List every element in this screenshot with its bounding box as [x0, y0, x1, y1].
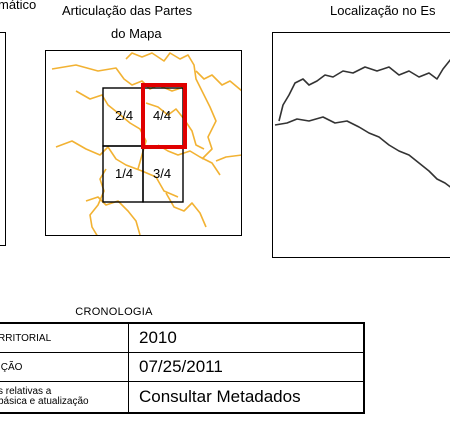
thematic-map-frame [0, 32, 6, 246]
grid-cell-4-4: 4/4 [153, 108, 172, 123]
cronologia-table: RRITORIAL 2010 IÇÃO 07/25/2011 s relativ… [0, 322, 365, 414]
location-map-drawing [274, 58, 450, 188]
thematic-map-caption: mático [0, 0, 37, 12]
row-label-atualizacao: s relativas a básica e atualização [0, 381, 129, 414]
articulation-map-drawing [51, 52, 241, 235]
selected-cell-highlight [141, 83, 187, 149]
row-value-edicao: 07/25/2011 [128, 352, 365, 382]
grid-cell-2-4: 2/4 [115, 108, 134, 123]
location-map [272, 32, 450, 258]
row-label-edicao: IÇÃO [0, 352, 129, 382]
table-row: IÇÃO 07/25/2011 [0, 352, 365, 382]
articulation-title-line1: Articulação das Partes [62, 3, 193, 18]
row-label-territorial: RRITORIAL [0, 322, 129, 353]
articulation-map: 2/4 4/4 1/4 3/4 [45, 50, 242, 236]
grid-cell-1-4: 1/4 [115, 166, 134, 181]
table-row: s relativas a básica e atualização Consu… [0, 381, 365, 414]
location-title: Localização no Es [330, 3, 436, 18]
articulation-title-line2: do Mapa [111, 26, 162, 41]
cronologia-title: CRONOLOGIA [75, 306, 153, 318]
row-value-territorial: 2010 [128, 322, 365, 353]
row-value-atualizacao: Consultar Metadados [128, 381, 365, 414]
row-label-atualizacao-line1: s relativas a [0, 386, 52, 397]
table-row: RRITORIAL 2010 [0, 322, 365, 353]
grid-cell-3-4: 3/4 [153, 166, 172, 181]
row-label-atualizacao-line2: básica e atualização [0, 396, 89, 407]
